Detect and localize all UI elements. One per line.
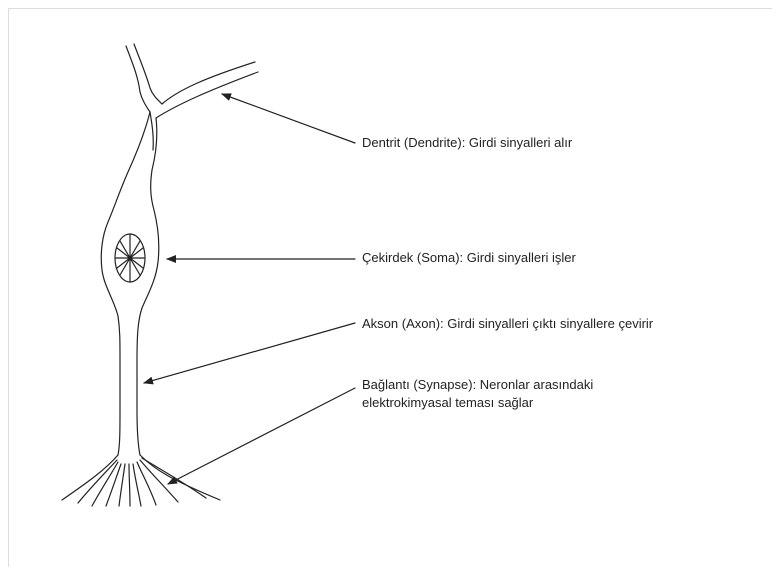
soma-label: Çekirdek (Soma): Girdi sinyalleri işler: [362, 249, 576, 267]
dendrite-arrow: [222, 94, 355, 143]
axon-terminals: [62, 455, 220, 506]
synapse-label-line2: elektrokimyasal teması sağlar: [362, 394, 593, 412]
dendrite-label: Dentrit (Dendrite): Girdi sinyalleri alı…: [362, 134, 572, 152]
synapse-label-line1: Bağlantı (Synapse): Neronlar arasındaki: [362, 376, 593, 394]
axon-arrow: [144, 323, 355, 383]
axon-label: Akson (Axon): Girdi sinyalleri çıktı sin…: [362, 315, 653, 333]
neuron-left-outline: [101, 112, 150, 455]
dendrite-branches: [126, 44, 258, 150]
neuron-right-outline: [137, 118, 159, 455]
nucleus: [115, 234, 145, 282]
synapse-label: Bağlantı (Synapse): Neronlar arasındaki …: [362, 376, 593, 412]
synapse-arrow: [168, 388, 355, 484]
